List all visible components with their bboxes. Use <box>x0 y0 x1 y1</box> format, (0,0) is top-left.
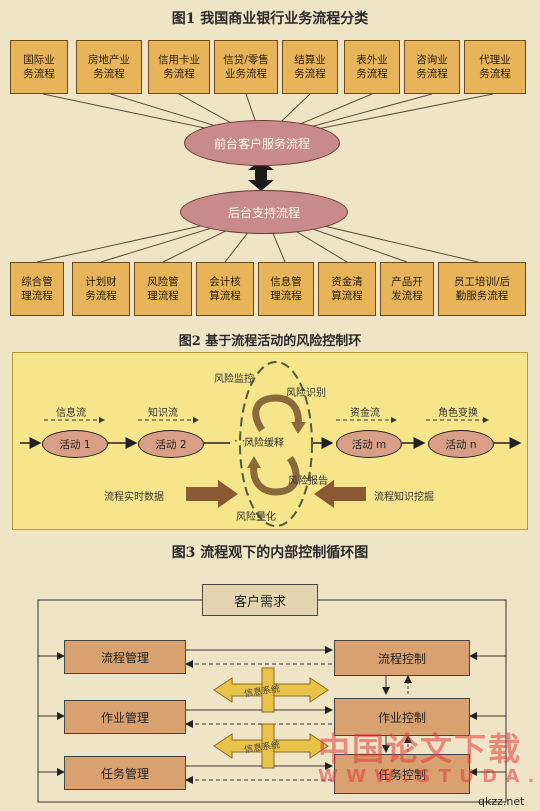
activity-n-node: 活动 n <box>428 430 494 458</box>
role-change-label: 角色变换 <box>438 408 478 419</box>
risk-mitigate-label: 风险缓释 <box>244 438 284 449</box>
operation-control-box: 作业控制 <box>334 698 470 736</box>
activity-2-node: 活动 2 <box>138 430 204 458</box>
risk-identify-label: 风险识别 <box>286 388 326 399</box>
activity-m-node: 活动 m <box>336 430 402 458</box>
process-box-risk-mgmt: 风险管 理流程 <box>134 262 192 316</box>
process-box-clearing: 资金清 算流程 <box>318 262 376 316</box>
process-box-credit-card: 信用卡业 务流程 <box>148 40 210 94</box>
front-office-process-ellipse: 前台客户服务流程 <box>184 120 340 166</box>
process-control-box: 流程控制 <box>334 640 470 676</box>
risk-report-label: 风险报告 <box>288 476 328 487</box>
knowledge-flow-label: 知识流 <box>148 408 178 419</box>
realtime-data-label: 流程实时数据 <box>104 492 164 503</box>
ellipsis-dots: · · · <box>234 434 254 448</box>
process-box-international: 国际业 务流程 <box>10 40 68 94</box>
risk-quantify-label: 风险量化 <box>236 512 276 523</box>
watermark-url: W W W . S T U D A . <box>318 766 536 787</box>
process-box-info-mgmt: 信息管 理流程 <box>258 262 314 316</box>
task-management-box: 任务管理 <box>64 756 186 790</box>
back-office-process-ellipse: 后台支持流程 <box>180 190 348 234</box>
process-box-consulting: 咨询业 务流程 <box>404 40 460 94</box>
process-box-off-balance: 表外业 务流程 <box>344 40 400 94</box>
process-management-box: 流程管理 <box>64 640 186 674</box>
process-box-loan-retail: 信贷/零售 业务流程 <box>214 40 278 94</box>
knowledge-mining-label: 流程知识挖掘 <box>374 492 434 503</box>
customer-need-box: 客户需求 <box>202 584 318 616</box>
activity-1-node: 活动 1 <box>42 430 108 458</box>
info-flow-label: 信息流 <box>56 408 86 419</box>
operation-management-box: 作业管理 <box>64 700 186 734</box>
fund-flow-label: 资金流 <box>350 408 380 419</box>
process-box-staff-logistics: 员工培训/后 勤服务流程 <box>438 262 526 316</box>
process-box-agency: 代理业 务流程 <box>464 40 526 94</box>
process-box-product-dev: 产品开 发流程 <box>380 262 434 316</box>
figure-2-title: 图2 基于流程活动的风险控制环 <box>178 334 362 349</box>
site-label: qkzz.net <box>478 795 525 808</box>
process-box-accounting: 会计核 算流程 <box>196 262 254 316</box>
watermark-text: 中国论文下载 <box>318 730 523 768</box>
process-box-finance: 计划财 务流程 <box>72 262 130 316</box>
process-box-real-estate: 房地产业 务流程 <box>76 40 142 94</box>
risk-monitor-label: 风险监控 <box>214 374 254 385</box>
figure-1-title: 图1 我国商业银行业务流程分类 <box>171 11 369 27</box>
process-box-settlement: 结算业 务流程 <box>282 40 338 94</box>
figure-3-title: 图3 流程观下的内部控制循环图 <box>171 545 369 561</box>
task-control-box: 任务控制 <box>334 754 470 794</box>
process-box-general-mgmt: 综合管 理流程 <box>10 262 64 316</box>
